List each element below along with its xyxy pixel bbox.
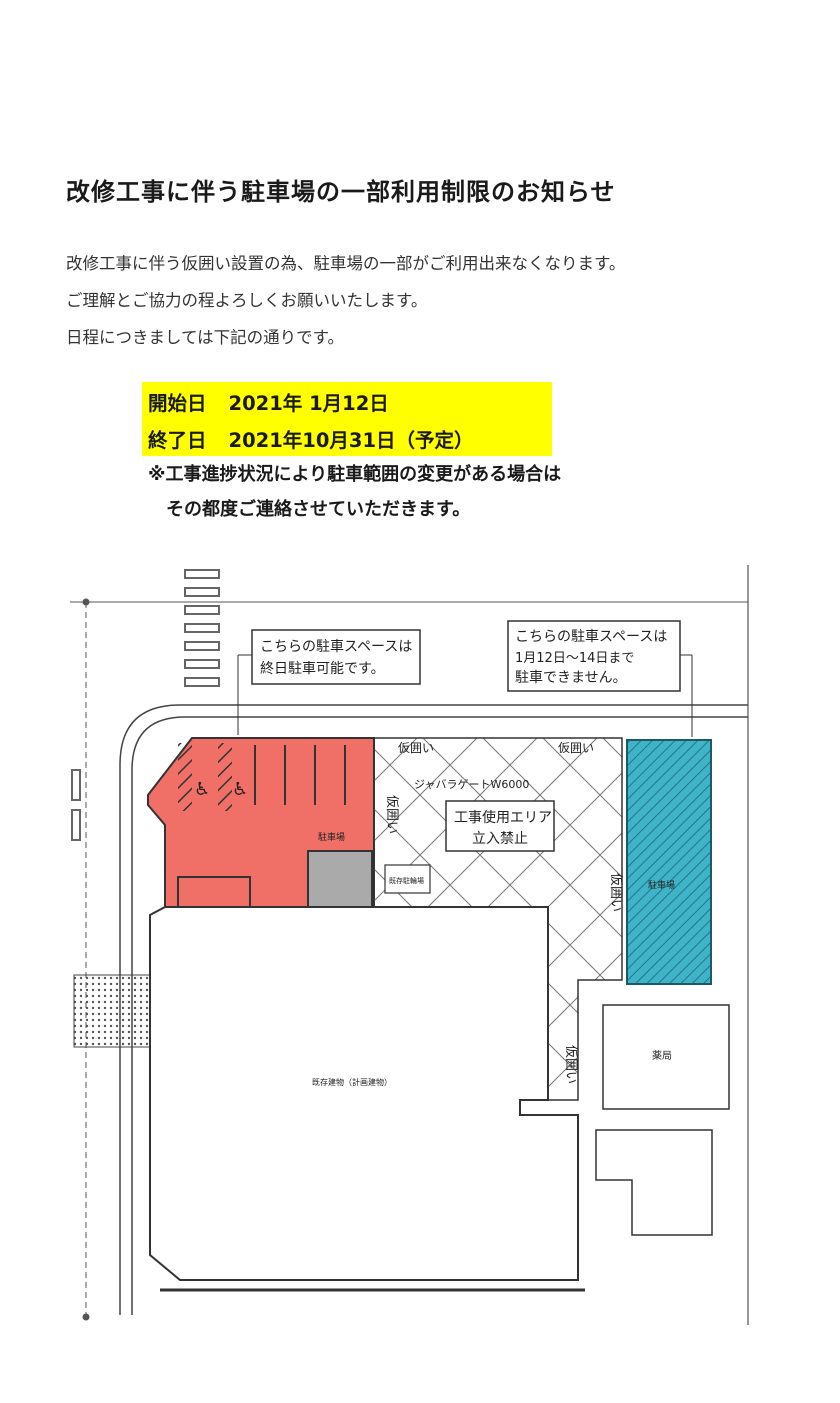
parking-label: 駐車場 (648, 879, 675, 891)
existing-building (149, 906, 579, 1281)
restricted-parking-zone (626, 739, 712, 985)
callout-left-line: 終日駐車可能です。 (260, 660, 385, 677)
schedule-highlight (142, 382, 552, 456)
road-curb (119, 704, 748, 1315)
callout-right-line: 1月12日～14日まで (515, 651, 634, 666)
start-label: 開始日 (148, 392, 207, 415)
sidewalk-band (73, 974, 155, 1048)
callout-right-line: 駐車できません。 (515, 669, 627, 686)
callout-left: こちらの駐車スペースは 終日駐車可能です。 (237, 629, 421, 735)
note-line: ※工事進捗状況により駐車範囲の変更がある場合は (148, 464, 562, 485)
site-map: こちらの駐車スペースは 終日駐車可能です。 こちらの駐車スペースは 1月12日～… (70, 565, 749, 1325)
kagakoi-vertical-label: 仮囲い (384, 795, 399, 834)
pharmacy-label: 薬局 (652, 1050, 672, 1062)
annex-building (595, 1129, 713, 1236)
work-area-label: 工事使用エリア (454, 809, 552, 826)
small-box-label: 既存駐輪場 (389, 876, 424, 885)
schedule-end: 終了日 2021年10月31日（予定） (148, 424, 474, 453)
gate-label: ジャバラゲートW6000 (414, 778, 529, 791)
map-labels: 仮囲い 仮囲い ジャバラゲートW6000 工事使用エリア 立入禁止 駐車場 駐車… (312, 741, 675, 1087)
crosswalk (71, 569, 220, 841)
wheelchair-icon: ♿ (232, 779, 248, 800)
kagakoi-label: 仮囲い (398, 741, 434, 755)
work-area-label: 立入禁止 (472, 831, 528, 847)
callout-right-line: こちらの駐車スペースは (515, 628, 667, 645)
note-line: その都度ご連絡させていただきます。 (148, 499, 471, 520)
pharmacy-building (602, 1004, 730, 1110)
schedule-start: 開始日 2021年 1月12日 (148, 387, 389, 416)
notice-body: 改修工事に伴う仮囲い設置の為、駐車場の一部がご利用出来なくなります。 ご理解とご… (66, 252, 625, 363)
end-label: 終了日 (148, 429, 207, 452)
kagakoi-label: 仮囲い (558, 741, 594, 755)
property-lines (70, 565, 749, 1325)
available-parking-zone (147, 737, 375, 912)
body-line: 日程につきましては下記の通りです。 (66, 328, 345, 347)
page-title: 改修工事に伴う駐車場の一部利用制限のお知らせ (66, 178, 616, 206)
existing-building-label: 既存建物（計画建物） (312, 1077, 392, 1087)
callout-right: こちらの駐車スペースは 1月12日～14日まで 駐車できません。 (507, 620, 693, 737)
start-date: 2021年 1月12日 (228, 392, 389, 415)
kagakoi-vertical-label: 仮囲い (608, 873, 623, 912)
body-line: 改修工事に伴う仮囲い設置の為、駐車場の一部がご利用出来なくなります。 (66, 254, 626, 273)
parking-label: 駐車場 (318, 831, 345, 843)
kagakoi-vertical-label: 仮囲い (563, 1045, 578, 1084)
end-date: 2021年10月31日（予定） (228, 429, 474, 452)
wheelchair-icon: ♿ (194, 779, 210, 800)
body-line: ご理解とご協力の程よろしくお願いいたします。 (66, 291, 428, 310)
construction-area (373, 737, 623, 1101)
callout-left-line: こちらの駐車スペースは (260, 638, 412, 655)
